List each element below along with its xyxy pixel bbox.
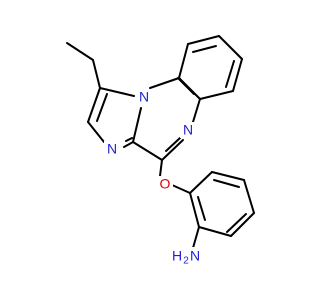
bond-ethyl-ch3 [66,42,94,61]
bond-c1-c2 [87,87,101,123]
bond-n-imidazole-c3a [123,141,134,148]
n-bridge-label: N [139,89,149,105]
n-imidazole-label-bg [104,141,120,157]
bond-c1-n-bridge [99,87,135,97]
bond-c6-c5a [199,90,234,100]
bond-c-n-amine [192,226,200,249]
oxygen-label: O [160,176,171,192]
bond-phenyl-d [230,212,255,237]
n-bridge-label-bg [136,89,152,105]
bond-c9-c8-double [192,45,217,53]
amine-label-bg [168,247,202,267]
bond-phenyl-c [243,179,255,214]
bond-c3a-n-bridge [132,107,142,143]
bond-phenyl-b [211,171,245,181]
amine-n-label: N [190,248,200,264]
bond-c9a-n-bridge [149,77,180,89]
bond-ethyl-ch2 [92,59,101,89]
bond-c9a-c9 [178,43,189,79]
bond-o-c1prime [171,184,191,194]
bond-c2-n-imidazole [87,121,105,143]
bond-phenyl-f [189,192,200,228]
bond-phenyl-e [198,226,232,237]
bond-c7-c6 [232,58,243,92]
bond-c1-c2-double [96,93,108,122]
bond-c3a-c4 [132,141,163,161]
amine-h-label: H [172,248,182,264]
bond-phenyl-b-double [213,179,240,188]
bond-c4-o [159,159,163,177]
bond-c8-c7 [218,35,243,60]
molecule-structure: N N N O H 2 N [66,35,255,267]
oxygen-label-bg [157,176,173,192]
n-imidazole-label: N [107,141,117,157]
bond-c7-c6-double [225,60,235,88]
bond-c4-n-pyrazine [161,139,184,161]
bond-c9-c8 [187,35,220,45]
n-pyrazine-label: N [183,122,193,138]
bond-phenyl-a [189,171,213,194]
bond-c4-n-pyrazine-double [165,137,181,152]
bond-layer [66,35,255,249]
bond-phenyl-d-double [226,213,247,233]
bond-phenyl-f-double [197,196,206,221]
amine-h-count-label: 2 [183,256,189,267]
atom-label-layer: N N N O H 2 N [104,89,202,267]
bond-n-imidazole-c3a-double [125,137,133,142]
bond-c5a-c9a-double [177,77,195,95]
bond-n-pyrazine-c5a [192,98,201,123]
n-pyrazine-label-bg [180,122,196,138]
